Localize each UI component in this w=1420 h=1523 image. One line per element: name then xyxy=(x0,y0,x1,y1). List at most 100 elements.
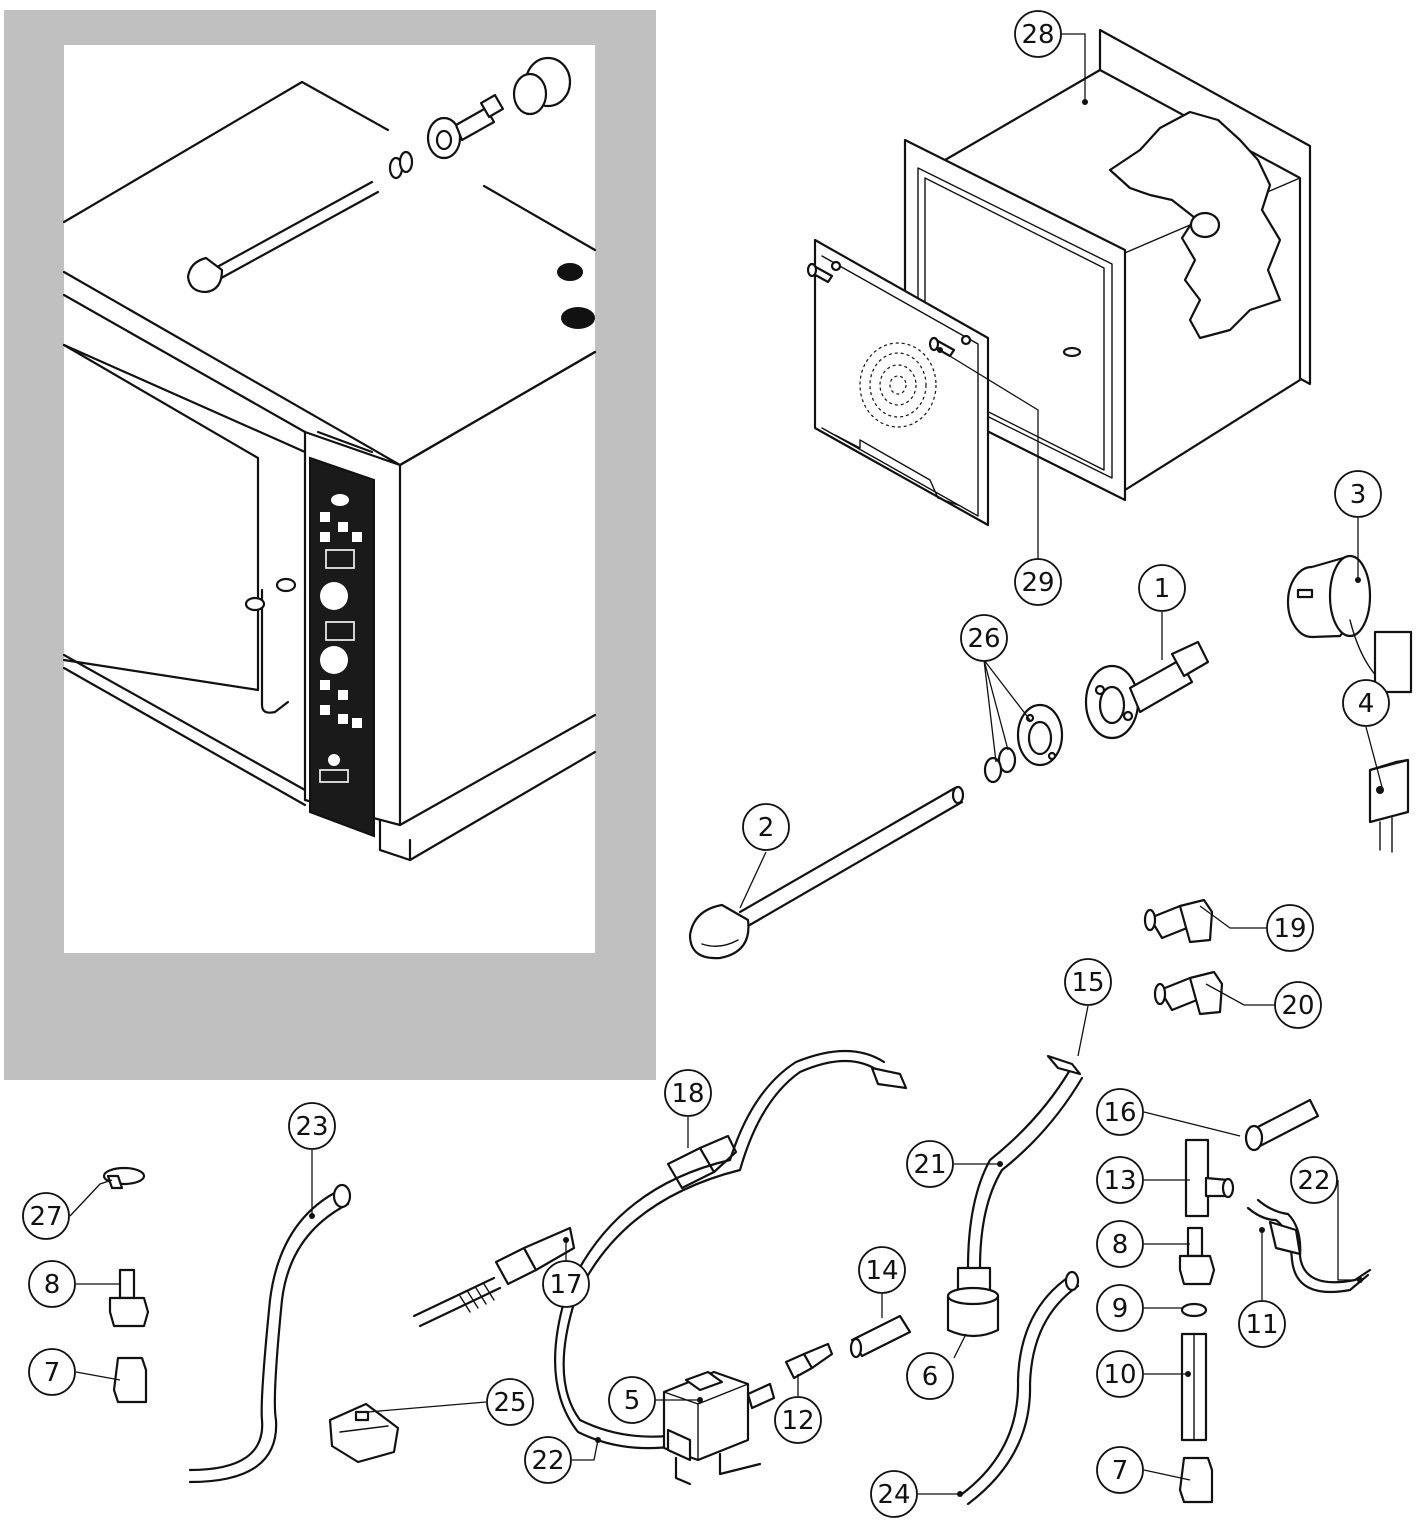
callout-circle xyxy=(1014,558,1062,606)
callout-24: 24 xyxy=(870,1470,918,1518)
callout-7: 7 xyxy=(28,1348,76,1396)
callout-label: 20 xyxy=(1281,991,1314,1021)
part-2-door-handle-rod xyxy=(688,785,965,960)
callout-circle xyxy=(1096,1284,1144,1332)
callout-8: 8 xyxy=(28,1260,76,1308)
callout-label: 26 xyxy=(967,624,1000,654)
callout-17: 17 xyxy=(542,1260,590,1308)
part-24-hose xyxy=(960,1270,1080,1506)
part-17-sensor xyxy=(412,1226,576,1328)
part-26-gasket-rings xyxy=(983,703,1064,784)
leader-lines xyxy=(69,33,1383,1497)
callout-2: 2 xyxy=(742,803,790,851)
part-19-elbow xyxy=(1143,898,1214,944)
callout-circle xyxy=(1096,1156,1144,1204)
callout-label: 18 xyxy=(671,1079,704,1109)
callout-11: 11 xyxy=(1238,1300,1286,1348)
callout-22: 22 xyxy=(524,1436,572,1484)
callout-label: 19 xyxy=(1273,914,1306,944)
callout-21: 21 xyxy=(906,1140,954,1188)
callout-circle xyxy=(906,1352,954,1400)
callout-label: 17 xyxy=(549,1270,582,1300)
callout-4: 4 xyxy=(1342,679,1390,727)
callout-circle xyxy=(22,1192,70,1240)
callout-circle xyxy=(664,1069,712,1117)
callout-circle xyxy=(906,1140,954,1188)
oven-overview-inset xyxy=(4,10,656,1080)
part-21-hose xyxy=(966,1054,1084,1270)
part-1-flange-bolt xyxy=(1084,640,1210,740)
callout-circle xyxy=(608,1376,656,1424)
callout-circle xyxy=(1238,1300,1286,1348)
callout-label: 15 xyxy=(1071,968,1104,998)
callout-23: 23 xyxy=(288,1102,336,1150)
callout-circle xyxy=(486,1378,534,1426)
callout-20: 20 xyxy=(1274,981,1322,1029)
callout-18: 18 xyxy=(664,1069,712,1117)
callout-label: 23 xyxy=(295,1112,328,1142)
callout-label: 2 xyxy=(758,813,775,843)
part-20-elbow xyxy=(1153,970,1224,1016)
callout-label: 14 xyxy=(865,1256,898,1286)
part-10-extension xyxy=(1180,1332,1208,1442)
part-16-union xyxy=(1244,1098,1320,1152)
fan-cover-grille xyxy=(859,342,937,428)
callout-label: 13 xyxy=(1103,1166,1136,1196)
callout-circle xyxy=(774,1396,822,1444)
callout-label: 7 xyxy=(1112,1456,1129,1486)
part-22-hose-main xyxy=(553,1049,908,1450)
oven-illustration xyxy=(62,56,597,862)
callout-label: 11 xyxy=(1245,1310,1278,1340)
callout-29: 29 xyxy=(1014,558,1062,606)
callout-13: 13 xyxy=(1096,1156,1144,1204)
callout-1: 1 xyxy=(1138,564,1186,612)
part-8-adapter-right xyxy=(1178,1226,1216,1286)
callout-label: 8 xyxy=(44,1270,61,1300)
callout-label: 24 xyxy=(877,1480,910,1510)
callout-3: 3 xyxy=(1334,470,1382,518)
callout-10: 10 xyxy=(1096,1350,1144,1398)
part-4-capacitor xyxy=(1368,758,1410,853)
callout-label: 28 xyxy=(1021,20,1054,50)
callout-circle xyxy=(1334,470,1382,518)
callout-label: 12 xyxy=(781,1406,814,1436)
callout-25: 25 xyxy=(486,1378,534,1426)
callout-7: 7 xyxy=(1096,1446,1144,1494)
callout-19: 19 xyxy=(1266,904,1314,952)
callout-15: 15 xyxy=(1064,958,1112,1006)
part-9-o-ring xyxy=(1180,1302,1208,1318)
callout-circle xyxy=(742,803,790,851)
oven-chamber-assembly xyxy=(806,28,1312,527)
callout-label: 10 xyxy=(1103,1360,1136,1390)
callout-label: 3 xyxy=(1350,480,1367,510)
callout-circle xyxy=(1096,1446,1144,1494)
callout-circle xyxy=(1290,1156,1338,1204)
callout-label: 16 xyxy=(1103,1098,1136,1128)
part-12-fitting xyxy=(784,1342,834,1380)
callout-label: 1 xyxy=(1154,574,1171,604)
callout-circle xyxy=(1138,564,1186,612)
callout-label: 22 xyxy=(531,1446,564,1476)
part-3-motor xyxy=(1286,554,1413,694)
callout-circle xyxy=(1266,904,1314,952)
callout-label: 6 xyxy=(922,1362,939,1392)
callout-27: 27 xyxy=(22,1192,70,1240)
callout-circle xyxy=(1096,1088,1144,1136)
callout-circle xyxy=(870,1470,918,1518)
callout-label: 8 xyxy=(1112,1230,1129,1260)
part-13-tee xyxy=(1184,1138,1235,1218)
part-14-connector xyxy=(849,1314,912,1359)
callout-circle xyxy=(288,1102,336,1150)
callout-circle xyxy=(1274,981,1322,1029)
callout-8: 8 xyxy=(1096,1220,1144,1268)
callout-circle xyxy=(542,1260,590,1308)
part-5-solenoid-pump xyxy=(662,1370,776,1486)
callout-circle xyxy=(1014,10,1062,58)
callout-6: 6 xyxy=(906,1352,954,1400)
callout-label: 25 xyxy=(493,1388,526,1418)
part-6-pressure-switch xyxy=(946,1266,1000,1338)
part-23-hose xyxy=(188,1183,352,1484)
callout-label: 27 xyxy=(29,1202,62,1232)
